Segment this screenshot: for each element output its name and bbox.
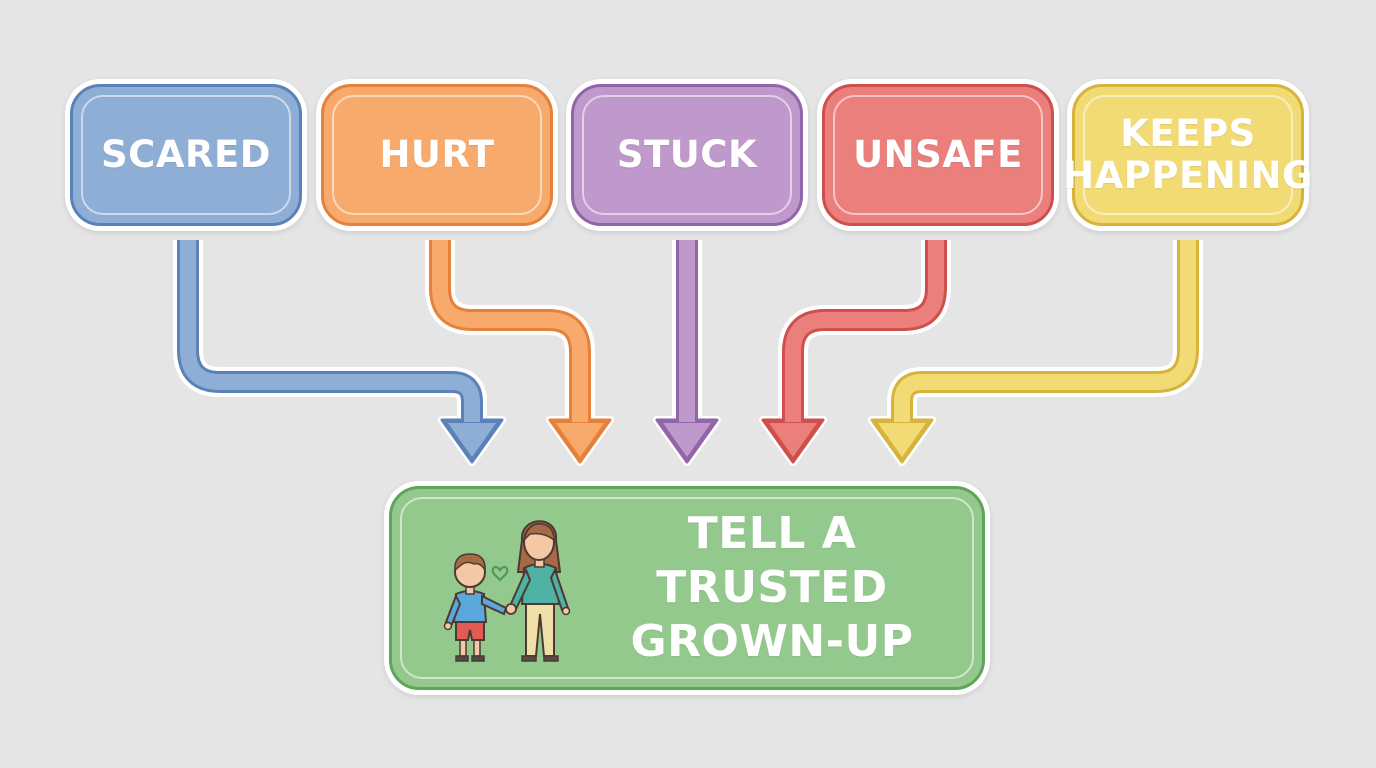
goal-label: TELL A TRUSTED GROWN-UP <box>630 508 914 667</box>
trigger-scared-label: SCARED <box>101 133 271 176</box>
arrow-hurt-icon <box>425 240 614 466</box>
trigger-scared-box: SCARED <box>70 84 302 226</box>
arrow-stuck-icon <box>653 240 721 466</box>
trigger-keeps-happening-box: KEEPS HAPPENING <box>1063 84 1312 226</box>
child-and-grown-up-holding-hands-icon <box>443 520 571 662</box>
arrow-scared-icon <box>173 240 506 466</box>
arrow-keeps-happening-icon <box>868 240 1203 466</box>
trigger-unsafe-label: UNSAFE <box>853 133 1023 176</box>
trigger-stuck-label: STUCK <box>616 133 758 176</box>
trigger-keeps-happening-label: KEEPS HAPPENING <box>1063 112 1313 197</box>
trigger-stuck-box: STUCK <box>571 84 803 226</box>
trigger-unsafe-box: UNSAFE <box>822 84 1054 226</box>
arrow-unsafe-icon <box>759 240 951 466</box>
goal-box: TELL A TRUSTED GROWN-UP <box>389 486 985 690</box>
trigger-hurt-box: HURT <box>321 84 553 226</box>
trigger-hurt-label: HURT <box>379 133 495 176</box>
